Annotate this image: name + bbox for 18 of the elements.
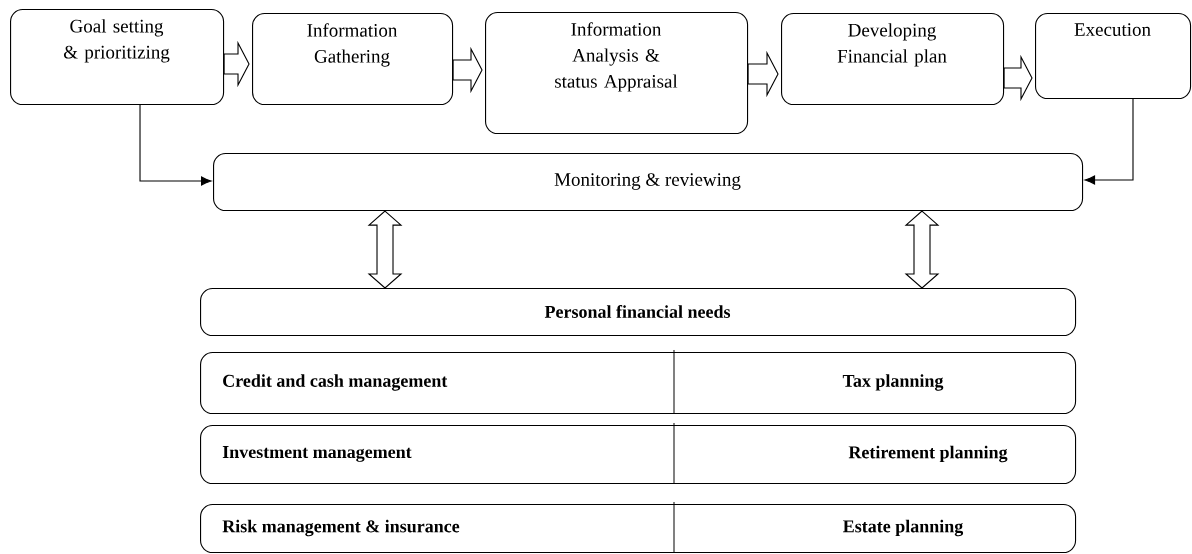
block-arrow — [452, 46, 483, 94]
elbow-arrow — [1084, 98, 1134, 185]
process-box: Information Gathering — [252, 13, 454, 106]
process-box: Monitoring & reviewing — [213, 153, 1084, 212]
table-row: Investment management Retirement planning — [200, 422, 1077, 485]
table-row: Risk management & insurance Estate planning — [200, 501, 1077, 554]
header-box: Personal financial needs — [200, 288, 1077, 337]
block-arrow — [1003, 54, 1033, 102]
process-box: Execution — [1035, 13, 1192, 100]
block-arrow — [747, 50, 779, 98]
double-block-arrow — [367, 210, 403, 289]
double-block-arrow — [904, 210, 940, 289]
process-box: Goal setting & prioritizing — [10, 9, 225, 106]
block-arrow — [223, 40, 250, 88]
table-row: Credit and cash management Tax planning — [200, 349, 1077, 415]
process-box: Developing Financial plan — [781, 13, 1005, 106]
process-box: Information Analysis & status Appraisal — [485, 12, 749, 135]
elbow-arrow — [139, 104, 212, 186]
